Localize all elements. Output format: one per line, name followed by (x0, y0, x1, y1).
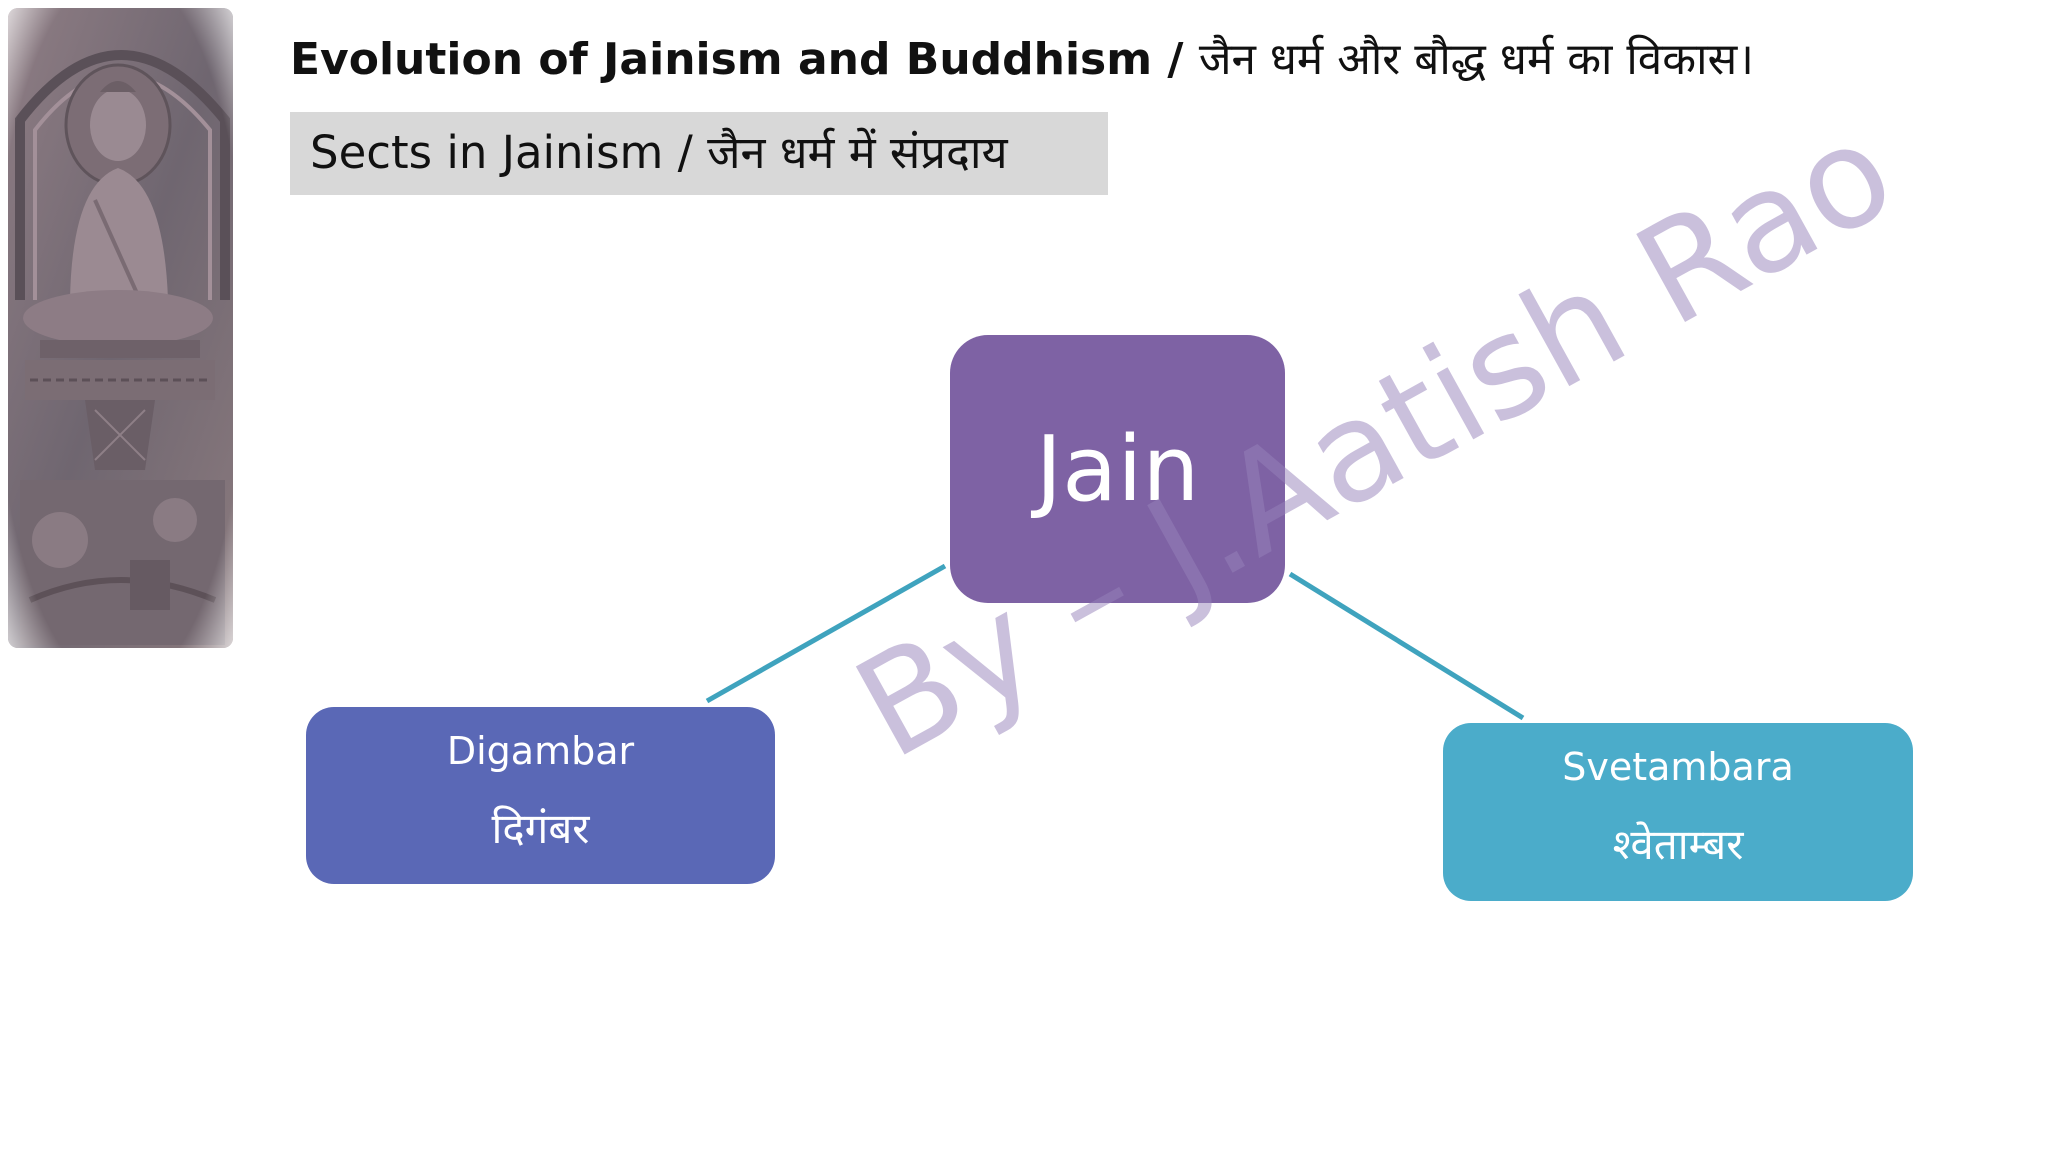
node-svetambara: Svetambara श्वेताम्बर (1443, 723, 1913, 901)
node-jain: Jain (950, 335, 1285, 603)
node-digambar-label-hindi: दिगंबर (491, 804, 590, 853)
connector-jain-digambar (705, 563, 947, 704)
subtitle-english: Sects in Jainism (310, 126, 664, 179)
subtitle-separator: / (663, 126, 708, 179)
slide-title: Evolution of Jainism and Buddhism / जैन … (290, 28, 1754, 92)
subtitle-banner: Sects in Jainism / जैन धर्म में संप्रदाय (290, 112, 1108, 195)
node-digambar: Digambar दिगंबर (306, 707, 775, 884)
slide-title-hindi: जैन धर्म और बौद्ध धर्म का विकास। (1198, 34, 1754, 85)
buddha-relief-image (8, 8, 233, 648)
slide-title-separator: / (1152, 34, 1199, 85)
node-svetambara-label-english: Svetambara (1562, 745, 1794, 789)
subtitle-hindi: जैन धर्म में संप्रदाय (707, 126, 1008, 179)
node-jain-label: Jain (1035, 417, 1200, 522)
node-svetambara-label-hindi: श्वेताम्बर (1612, 820, 1744, 869)
connector-jain-svetambara (1288, 571, 1525, 721)
node-digambar-label-english: Digambar (446, 729, 635, 773)
slide-title-english: Evolution of Jainism and Buddhism (290, 34, 1153, 85)
subtitle-text: Sects in Jainism / जैन धर्म में संप्रदाय (310, 122, 1008, 184)
